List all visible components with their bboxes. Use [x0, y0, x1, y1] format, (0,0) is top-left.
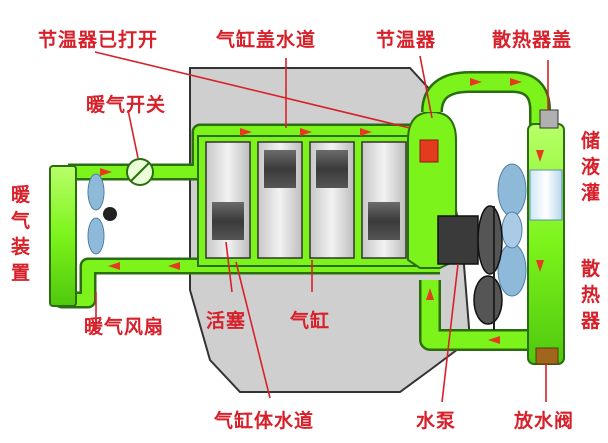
piston-3: [316, 150, 348, 188]
fan-icon: [497, 163, 527, 297]
piston-1: [212, 202, 244, 240]
water-pump: [437, 215, 479, 265]
label-heater-unit: 暖气装置: [10, 184, 31, 284]
label-thermostat: 节温器: [376, 29, 437, 51]
thermostat-valve: [419, 139, 439, 163]
label-radiator: 散热器: [580, 258, 601, 332]
heater-fan-icon: [87, 173, 117, 255]
label-cylinder-block-waterway: 气缸体水道: [214, 410, 315, 432]
switch-valve-icon: [126, 158, 154, 186]
label-heater-switch: 暖气开关: [86, 94, 167, 116]
label-heater-fan: 暖气风扇: [84, 316, 165, 338]
label-drain-valve: 放水阀: [514, 410, 575, 432]
pump-pulley: [477, 205, 503, 275]
label-cylinder-head-waterway: 气缸盖水道: [216, 29, 317, 51]
drain-valve: [535, 347, 559, 365]
leader-lines: [94, 51, 549, 403]
label-water-pump: 水泵: [416, 410, 457, 432]
piston-2: [264, 150, 296, 188]
flow-arrow-icon: [100, 78, 544, 344]
radiator-core: [527, 123, 565, 365]
label-thermostat-open: 节温器已打开: [38, 29, 159, 51]
heater-core: [49, 165, 77, 307]
reservoir-tank: [529, 169, 563, 221]
label-reservoir: 储液灌: [580, 130, 601, 204]
label-cylinder: 气缸: [290, 310, 331, 332]
crank-pulley: [473, 275, 503, 325]
label-piston: 活塞: [206, 310, 247, 332]
piston-4: [368, 202, 400, 240]
radiator-cap: [539, 109, 559, 129]
label-radiator-cap: 散热器盖: [492, 29, 573, 51]
cylinder-group: [205, 141, 407, 259]
